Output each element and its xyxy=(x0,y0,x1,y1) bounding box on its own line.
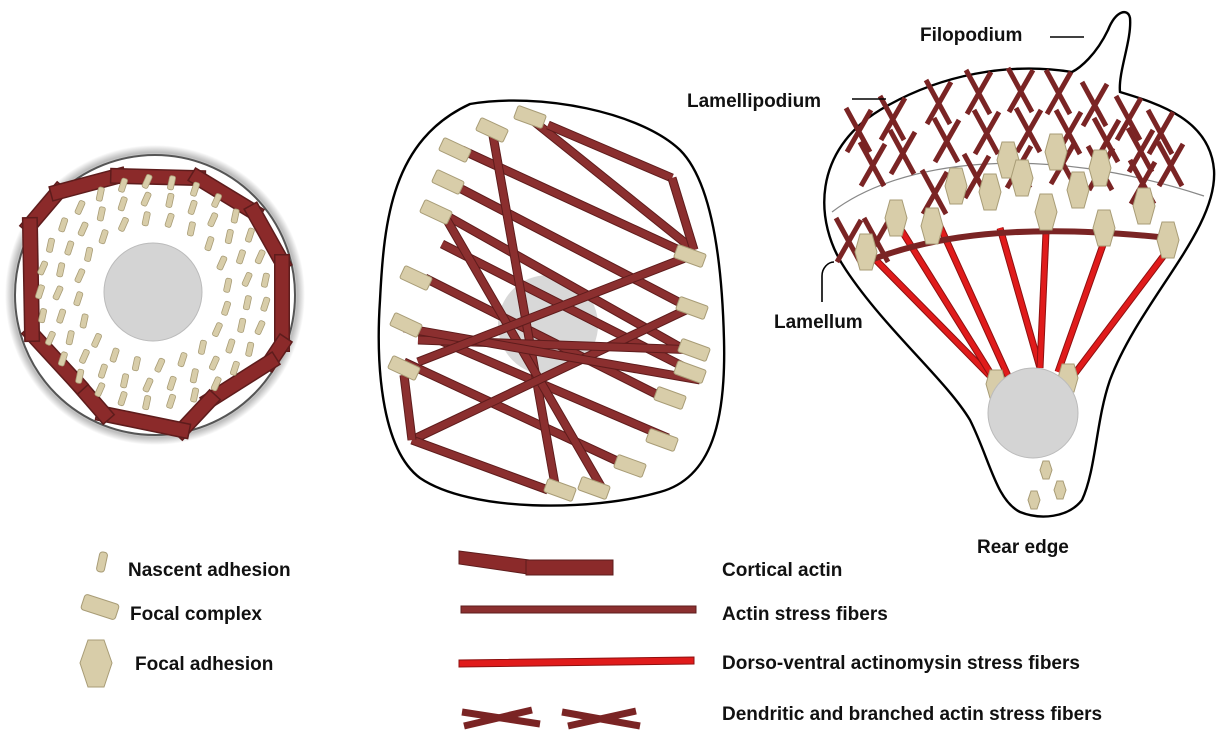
focal-adhesion-icon xyxy=(80,640,112,687)
legend-label-dendritic: Dendritic and branched actin stress fibe… xyxy=(722,704,1102,725)
rear-adhesion xyxy=(1028,491,1040,509)
legend-label-cortical-actin: Cortical actin xyxy=(722,560,842,581)
filopodium-label: Filopodium xyxy=(920,25,1022,46)
rear-adhesion xyxy=(1040,461,1052,479)
focal-adhesion xyxy=(1011,160,1033,196)
focal-adhesion xyxy=(1157,222,1179,258)
migrating-cell: Filopodium Lamellipodium Lamellum Rear e… xyxy=(687,12,1214,558)
dorso-ventral-fiber-icon xyxy=(459,657,694,667)
legend: Nascent adhesion Focal complex Focal adh… xyxy=(80,551,1102,726)
rear-adhesion xyxy=(1054,481,1066,499)
focal-adhesion xyxy=(921,208,943,244)
focal-adhesion xyxy=(885,200,907,236)
legend-label-nascent: Nascent adhesion xyxy=(128,560,291,581)
nascent-adhesion-icon xyxy=(96,551,108,572)
rear-edge-label: Rear edge xyxy=(977,537,1069,558)
lamellipodium-label: Lamellipodium xyxy=(687,91,821,112)
dendritic-actin-icon xyxy=(462,710,640,726)
focal-adhesion xyxy=(1035,194,1057,230)
legend-label-focal-complex: Focal complex xyxy=(130,604,262,625)
focal-adhesion xyxy=(1133,188,1155,224)
cortical-actin-icon xyxy=(459,551,613,575)
cortical-actin-segment xyxy=(30,225,32,334)
round-cell xyxy=(5,145,305,445)
focal-adhesion xyxy=(979,174,1001,210)
focal-adhesion xyxy=(1089,150,1111,186)
migrating-cell-nucleus xyxy=(988,368,1078,458)
focal-adhesion xyxy=(1045,134,1067,170)
spread-cell xyxy=(379,101,724,506)
focal-adhesion xyxy=(1067,172,1089,208)
legend-label-stress-fibers: Actin stress fibers xyxy=(722,604,888,625)
focal-adhesion xyxy=(855,234,877,270)
round-cell-nucleus xyxy=(104,243,202,341)
focal-adhesion xyxy=(945,168,967,204)
focal-adhesion xyxy=(1093,210,1115,246)
cortical-actin-segment xyxy=(118,176,198,178)
legend-label-dorso-ventral: Dorso-ventral actinomysin stress fibers xyxy=(722,653,1080,674)
legend-label-focal-adhesion: Focal adhesion xyxy=(135,654,273,675)
actin-stress-fiber-icon xyxy=(461,606,696,613)
lamellum-leader xyxy=(822,262,834,302)
focal-complex-icon xyxy=(80,594,119,620)
lamellum-label: Lamellum xyxy=(774,312,863,333)
